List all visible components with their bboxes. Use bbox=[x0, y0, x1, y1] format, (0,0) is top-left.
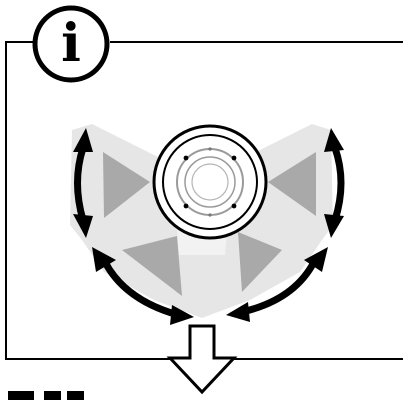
wedge-left-lower bbox=[122, 236, 182, 296]
info-icon-circle bbox=[32, 5, 110, 83]
rotation-arrow-icon-lower-left bbox=[92, 247, 194, 325]
mount-screw-6 bbox=[208, 213, 212, 217]
down-arrow-icon bbox=[166, 324, 238, 395]
clipped-glyph-2 bbox=[44, 391, 61, 400]
rotation-arrow-icon-lower-right bbox=[226, 247, 328, 322]
wedge-right-upper bbox=[268, 152, 316, 216]
mount-screw-5 bbox=[208, 147, 212, 151]
mount-inner-outline bbox=[162, 134, 258, 230]
mount-screw-3 bbox=[183, 203, 189, 209]
swivel-wedges bbox=[103, 152, 316, 296]
mount-ring-inner bbox=[184, 156, 236, 208]
rotation-arrows bbox=[73, 128, 345, 325]
swivel-fan-background bbox=[70, 124, 333, 318]
rotation-arrow-icon-left-vertical bbox=[73, 128, 93, 238]
mount-ring-icon bbox=[152, 124, 268, 240]
rotation-arrow-icon-right-vertical bbox=[324, 128, 345, 238]
info-icon: i bbox=[32, 5, 110, 83]
wedge-left-upper bbox=[103, 152, 150, 218]
mount-screw-4 bbox=[231, 203, 237, 209]
frame-left-top bbox=[5, 41, 178, 360]
wedge-right-lower bbox=[238, 232, 282, 292]
clipped-glyph-1 bbox=[8, 391, 34, 400]
mount-outer-disk bbox=[152, 124, 268, 240]
clipped-heading-glyphs bbox=[8, 391, 84, 400]
info-icon-glyph: i bbox=[61, 13, 81, 74]
mount-ring-core bbox=[191, 163, 229, 201]
clipped-glyph-3 bbox=[67, 391, 84, 400]
mount-screw-2 bbox=[231, 155, 237, 161]
frame bbox=[5, 41, 403, 360]
mount-screw-1 bbox=[183, 155, 189, 161]
